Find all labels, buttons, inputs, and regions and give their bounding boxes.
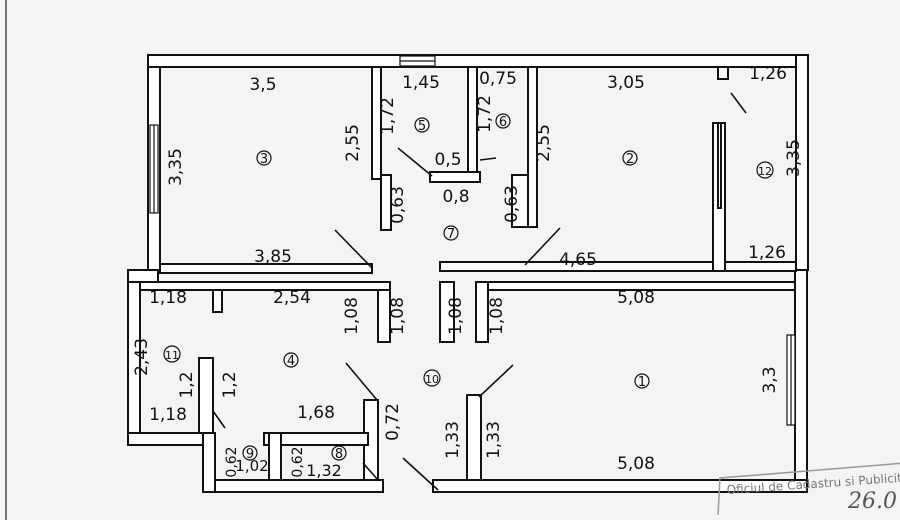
room-9-label: 9 [246,447,254,462]
dim-r4-inner-a: 1,2 [177,371,197,398]
room-labels: 3 5 6 2 12 7 4 11 10 1 9 8 [163,113,774,462]
dim-r12-bottom: 1,26 [748,243,786,263]
dim-r10-door-a: 1,08 [446,297,466,335]
dimension-labels: 3,5 3,35 2,55 3,85 1,45 1,72 0,5 0,8 0,7… [132,64,804,480]
dim-r5-top: 1,45 [402,73,440,93]
room-12-label: 12 [758,165,772,178]
dim-r4-door-b: 1,08 [388,297,408,335]
stamp-date: 26.0 [847,489,897,514]
dim-r11-left: 2,43 [132,338,152,376]
room-1-label: 1 [638,375,646,390]
dim-r2-left: 2,55 [534,124,554,162]
room-5-label: 5 [418,119,426,134]
room-10-label: 10 [425,373,439,386]
dim-r3-bottom: 3,85 [254,247,292,267]
dim-r10-low-b: 1,33 [484,421,504,459]
dim-r3-inner-right: 2,55 [343,124,363,162]
outer-walls [127,54,809,493]
room-2-label: 2 [626,152,634,167]
dim-r3-left: 3,35 [166,148,186,186]
cadastre-stamp: Oficiul de Cadastru si Publicitate 26.0 [717,462,900,516]
dim-r11-top: 1,18 [149,288,187,308]
dim-r1-top: 5,08 [617,288,655,308]
dim-r7-left-stub: 0,63 [388,186,408,224]
dim-r2-top: 3,05 [607,73,645,93]
dim-r8-b: 1,32 [306,461,342,480]
room-8-label: 8 [335,447,343,462]
dim-r5-step: 0,5 [434,150,461,170]
dim-r11-bottom: 1,18 [149,405,187,425]
room-4-label: 4 [287,354,295,369]
room-7-label: 7 [447,227,455,242]
dim-r4-door-a: 1,08 [342,297,362,335]
dim-r6-side: 1,72 [475,95,495,133]
interior-walls [139,66,797,481]
dim-r9-b: 1,02 [235,457,268,475]
dim-r12-top: 1,26 [749,64,787,84]
dim-r2-bottom: 4,65 [559,250,597,270]
dim-r6-top: 0,75 [479,69,517,89]
room-6-label: 6 [499,115,507,130]
dim-r4-inner-b: 1,2 [220,371,240,398]
dim-r10-door-b: 1,08 [487,297,507,335]
dim-r5-side: 1,72 [378,97,398,135]
dim-r1-bottom: 5,08 [617,454,655,474]
dim-r1-right: 3,3 [760,366,780,393]
room-3-label: 3 [260,152,268,167]
dim-r9-a: 0,62 [224,446,240,477]
dim-r10-low-a: 1,33 [443,421,463,459]
door-swings [212,92,747,491]
dim-r4-bottom: 1,68 [297,403,335,423]
dim-r7-right-stub: 0,63 [502,185,522,223]
dim-r8-a: 0,62 [290,446,306,477]
windows [149,55,796,426]
dim-r4-top: 2,54 [273,288,311,308]
dim-r12-right: 3,35 [784,139,804,177]
room-11-label: 11 [165,349,179,362]
dim-r3-top: 3,5 [249,75,276,95]
dim-r5-bottom: 0,8 [442,187,469,207]
dim-r4-stub: 0,72 [383,403,403,441]
